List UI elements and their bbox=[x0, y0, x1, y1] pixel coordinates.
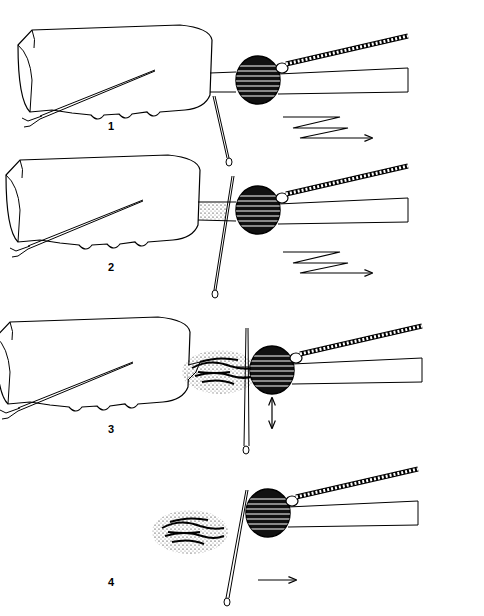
panel-number: 4 bbox=[108, 577, 114, 588]
panel-number: 3 bbox=[108, 424, 114, 435]
panel-number: 2 bbox=[108, 262, 114, 273]
panel-number: 1 bbox=[108, 121, 114, 132]
